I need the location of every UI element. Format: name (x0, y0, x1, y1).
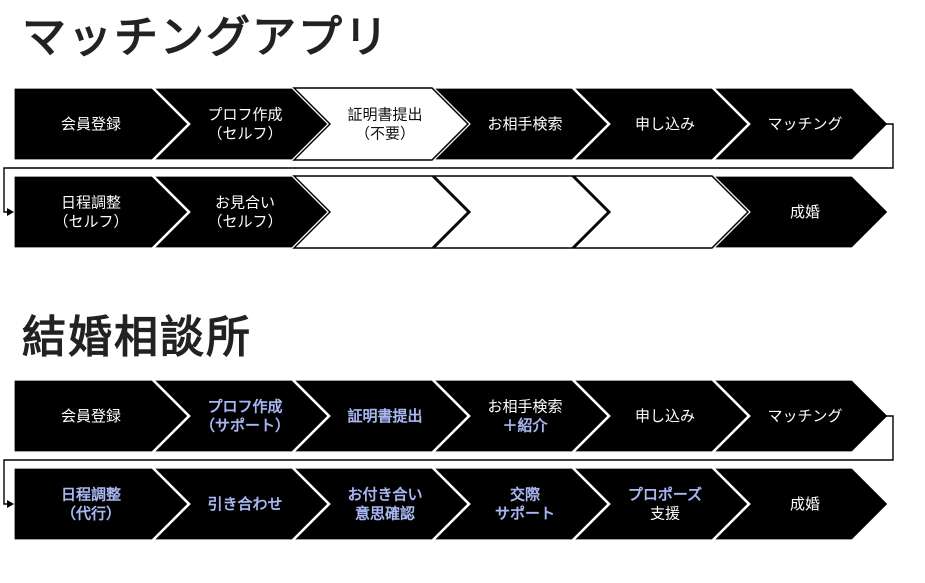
flow-row-s1-r0: 会員登録 プロフ作成（サポート） 証明書提出 お相手検索＋紹介 申し込み マッチング (13, 379, 889, 453)
flow-step-label: お相手検索 (487, 115, 562, 133)
flow-step-chevron (712, 175, 889, 249)
flow-step-label: 引き合わせ (207, 495, 282, 513)
flow-step-chevron (572, 379, 749, 453)
flow-step-label: お付き合い (347, 486, 422, 504)
flow-step-label: 交際 (510, 486, 541, 504)
flow-step-chevron (292, 87, 470, 161)
flow-step-chevron (152, 175, 329, 249)
flow-step-label: 申し込み (635, 407, 695, 425)
flow-step-label: マッチング (767, 115, 842, 133)
flow-step-label: サポート (495, 505, 555, 523)
flow-step-label: プロポーズ (628, 486, 702, 504)
flow-step-label: 証明書提出 (347, 407, 422, 425)
flow-step-label: お見合い (215, 194, 275, 212)
flow-step-chevron (152, 87, 329, 161)
flow-step-label: （セルフ） (207, 213, 282, 231)
flow-step-chevron (292, 467, 469, 541)
flow-step-chevron (432, 175, 610, 249)
flow-step-label: 証明書提出 (347, 106, 422, 124)
flow-step-chevron (152, 467, 329, 541)
flow-step-chevron (292, 175, 470, 249)
row-connector-line (3, 123, 894, 213)
flow-step-label: 会員登録 (61, 407, 121, 425)
flow-step-chevron (292, 379, 469, 453)
flow-step-label: プロフ作成 (207, 398, 282, 416)
flow-step-chevron (712, 467, 889, 541)
flow-step-label: 日程調整 (61, 486, 121, 504)
flow-step-label: （セルフ） (207, 125, 282, 143)
flow-step-chevron (432, 379, 609, 453)
flow-step-chevron (712, 379, 889, 453)
flow-step-label: プロフ作成 (207, 106, 282, 124)
flow-step-chevron (13, 87, 189, 161)
flow-step-label: お相手検索 (487, 398, 562, 416)
flow-step-label: 申し込み (635, 115, 695, 133)
flow-step-chevron (572, 87, 749, 161)
flow-step-chevron (13, 467, 189, 541)
flow-step-label: 成婚 (790, 203, 820, 221)
flow-step-chevron (712, 87, 889, 161)
flow-step-label: （代行） (61, 505, 121, 523)
flow-step-label: （セルフ） (53, 213, 128, 231)
flow-step-chevron (432, 87, 609, 161)
flow-row-s0-r1: 日程調整（セルフ）お見合い（セルフ）成婚 (13, 175, 889, 249)
row-connector-line (3, 415, 894, 505)
section-title-matching-app: マッチングアプリ (22, 12, 390, 63)
flow-step-label: （サポート） (200, 417, 290, 435)
flow-step-label: 日程調整 (61, 194, 121, 212)
flow-step-label: ＋紹介 (502, 417, 548, 435)
flow-step-label: （不要） (355, 125, 415, 143)
flow-step-chevron (572, 175, 750, 249)
flow-step-label: マッチング (767, 407, 842, 425)
flow-step-label: 意思確認 (355, 505, 415, 523)
flow-step-chevron (13, 379, 189, 453)
flow-step-label: 支援 (650, 505, 680, 523)
flow-step-label: 成婚 (790, 495, 820, 513)
connector-arrowhead-icon (7, 208, 14, 216)
flow-step-chevron (572, 467, 749, 541)
flow-step-chevron (432, 467, 609, 541)
flow-step-chevron (152, 379, 329, 453)
flow-row-s0-r0: 会員登録 プロフ作成（セルフ） 証明書提出（不要） お相手検索 申し込み マッチング (13, 87, 889, 161)
connector-arrowhead-icon (7, 500, 14, 508)
flow-step-label: 会員登録 (61, 115, 121, 133)
section-title-marriage-agency: 結婚相談所 (22, 312, 252, 363)
flow-step-chevron (13, 175, 189, 249)
